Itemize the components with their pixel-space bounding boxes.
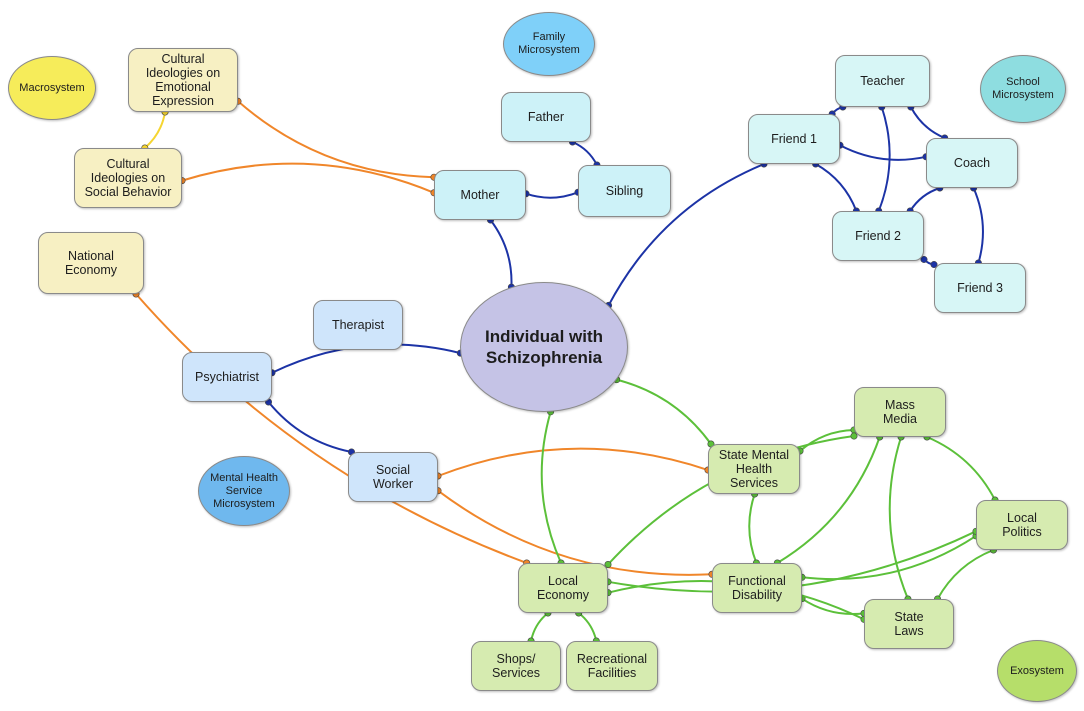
node-label: Mass Media [882,398,918,426]
node-label: Friend 3 [957,281,1003,295]
node-label: Mother [460,188,500,202]
node-label: Cultural Ideologies on Emotional Express… [145,52,221,108]
node-teacher: Teacher [835,55,930,107]
node-state-laws: State Laws [864,599,954,649]
node-friend3: Friend 3 [934,263,1026,313]
edge-local-econ-shops [530,612,549,642]
edge-friend1-central [607,163,765,306]
edge-teacher-coach [909,106,946,139]
edge-teacher-friend2 [877,106,891,212]
node-label: State Laws [894,610,924,638]
node-friend2: Friend 2 [832,211,924,261]
node-label: Local Politics [1002,511,1042,539]
node-label: Family Microsystem [518,31,580,56]
node-label: Friend 1 [771,132,817,146]
node-label: Cultural Ideologies on Social Behavior [84,157,172,199]
edge-cult-soc-mother [181,162,435,194]
node-label: Individual with Schizophrenia [484,327,604,367]
node-shops: Shops/ Services [471,641,561,691]
node-label: Coach [953,156,991,170]
edge-local-politics-state-laws [936,549,994,600]
node-label: Functional Disability [728,574,786,602]
node-label: Macrosystem [19,81,85,94]
edge-coach-friend2 [909,187,941,212]
edge-state-mh-mass-media [799,428,855,452]
edge-endpoint-dot [920,255,928,263]
node-label: Exosystem [1010,664,1064,677]
node-sibling: Sibling [578,165,671,217]
edge-nat-econ-local-econ [135,293,528,564]
node-label: Mental Health Service Microsystem [210,471,278,510]
node-cult-emo: Cultural Ideologies on Emotional Express… [128,48,238,112]
edge-endpoint-dot [850,432,858,440]
node-cult-soc: Cultural Ideologies on Social Behavior [74,148,182,208]
node-label: Recreational Facilities [576,652,648,680]
edge-mass-media-state-laws [888,436,909,600]
edge-friend1-friend2 [815,163,858,212]
edge-coach-friend3 [972,187,984,264]
node-label: Psychiatrist [195,370,259,384]
node-state-mh: State Mental Health Services [708,444,800,494]
node-coach: Coach [926,138,1018,188]
edge-mass-media-func-dis [776,436,881,564]
node-psychiatrist: Psychiatrist [182,352,272,402]
node-recreational: Recreational Facilities [566,641,658,691]
node-mental-micro: Mental Health Service Microsystem [198,456,290,526]
edge-local-politics-func-dis [801,535,977,581]
edge-endpoint-dot [604,560,612,568]
edge-father-sibling [572,141,598,166]
edge-social-worker-func-dis [437,489,713,576]
node-label: Local Economy [536,574,590,602]
edge-friend1-coach [839,144,927,161]
edge-social-worker-state-mh [437,447,709,477]
edge-mass-media-local-politics [926,436,996,501]
edge-state-mh-func-dis [748,493,758,564]
edge-mother-sibling [525,191,579,199]
edge-mother-central [489,219,513,288]
node-mass-media: Mass Media [854,387,946,437]
node-label: School Microsystem [992,76,1054,101]
node-macro: Macrosystem [8,56,96,120]
node-local-econ: Local Economy [518,563,608,613]
node-label: Shops/ Services [492,652,540,680]
edge-central-state-mh [616,378,712,445]
edge-cult-emo-mother [237,100,435,179]
node-therapist: Therapist [313,300,403,350]
node-exo: Exosystem [997,640,1077,702]
node-family-micro: Family Microsystem [503,12,595,76]
node-func-dis: Functional Disability [712,563,802,613]
node-social-worker: Social Worker [348,452,438,502]
node-label: National Economy [64,249,118,277]
node-label: Friend 2 [855,229,901,243]
edge-local-econ-recreational [578,612,598,642]
edge-func-dis-state-laws [801,597,865,615]
node-father: Father [501,92,591,142]
node-label: State Mental Health Services [718,448,790,490]
edge-cult-emo-cult-soc [144,111,167,149]
edge-psychiatrist-social-worker [267,401,352,453]
node-label: Social Worker [372,463,414,491]
node-central: Individual with Schizophrenia [460,282,628,412]
node-school-micro: School Microsystem [980,55,1066,123]
node-friend1: Friend 1 [748,114,840,164]
node-label: Sibling [605,184,644,198]
edge-central-local-econ [540,411,562,564]
node-label: Father [527,110,565,124]
node-label: Teacher [860,74,905,88]
node-label: Therapist [331,318,385,332]
node-nat-econ: National Economy [38,232,144,294]
node-mother: Mother [434,170,526,220]
node-local-politics: Local Politics [976,500,1068,550]
